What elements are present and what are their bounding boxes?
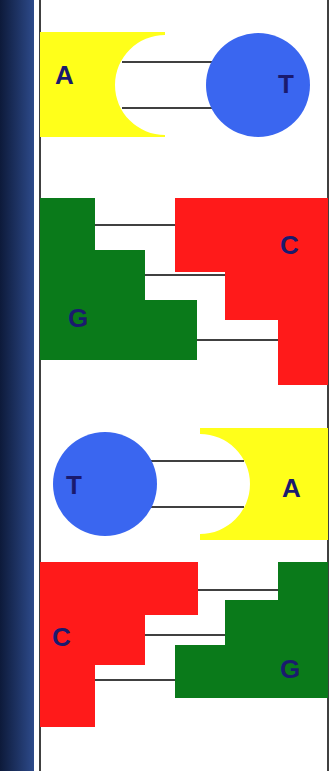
hydrogen-bond [122,62,212,63]
adenine-shape [200,428,328,540]
hydrogen-bond [95,225,175,226]
base-letter: A [282,473,301,503]
adenine-shape [200,428,328,540]
base-node: A [40,32,165,137]
cytosine-shape [175,198,328,385]
base-node: G [40,198,197,360]
base-letter: G [68,303,88,333]
hydrogen-bond [151,506,244,507]
hydrogen-bond [151,460,244,461]
hydrogen-bond [198,590,278,591]
base-node: A [200,428,328,540]
base-letter: A [55,60,74,90]
hydrogen-bond [197,339,278,340]
hydrogen-bond [145,275,225,276]
guanine-shape [175,562,328,698]
base-letter: C [52,622,71,652]
guanine-shape [175,562,328,698]
adenine-shape [40,32,165,137]
hydrogen-bond [145,274,225,275]
base-node: C [40,562,198,727]
base-letter: G [280,654,300,684]
hydrogen-bond [145,634,225,635]
hydrogen-bond [151,461,244,462]
hydrogen-bond [122,107,212,108]
hydrogen-bond [198,589,278,590]
thymine-shape [206,33,310,137]
base-node: C [175,198,328,385]
page-ground [34,0,334,771]
hydrogen-bond [95,679,175,680]
hydrogen-bond [197,340,278,341]
base-node: G [175,562,328,698]
cytosine-shape [40,562,198,727]
cytosine-shape [175,198,328,385]
side-strip [0,0,34,771]
base-letter: T [278,69,294,99]
thymine-shape [53,432,157,536]
thymine-shape [206,33,310,137]
hydrogen-bond [95,680,175,681]
hydrogen-bond [151,507,244,508]
base-letter: T [66,470,82,500]
guanine-shape [40,198,197,360]
hydrogen-bond [145,635,225,636]
base-letter: C [280,230,299,260]
base-node: T [53,432,157,536]
hydrogen-bond [122,61,212,62]
guanine-shape [40,198,197,360]
hydrogen-bond [95,224,175,225]
base-node: T [206,33,310,137]
hydrogen-bond [122,108,212,109]
